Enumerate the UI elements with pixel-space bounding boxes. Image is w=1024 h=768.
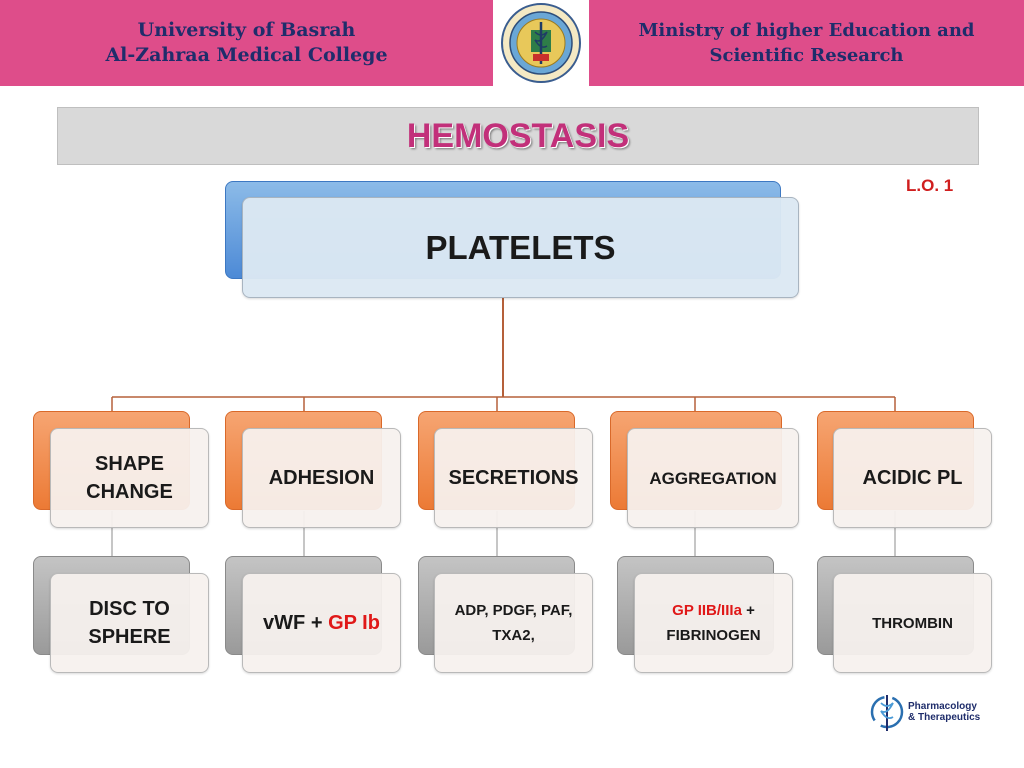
- seal-icon: [501, 3, 581, 83]
- gp-iib-iiia-text: GP IIB/IIIa: [672, 602, 742, 619]
- secretion-products-node: ADP, PDGF, PAF, TXA2,: [434, 573, 593, 673]
- university-header: University of Basrah Al-Zahraa Medical C…: [0, 0, 493, 86]
- gp-fibrinogen-text: GP IIB/IIIa + FIBRINOGEN: [649, 598, 779, 648]
- disc-to-sphere-node: DISC TO SPHERE: [50, 573, 209, 673]
- university-seal-logo: [495, 0, 587, 86]
- ministry-subtitle: Scientific Research: [709, 45, 904, 66]
- thrombin-text: THROMBIN: [872, 614, 953, 632]
- acidic-pl-label: ACIDIC PL: [862, 467, 963, 489]
- college-name: Al-Zahraa Medical College: [105, 44, 388, 66]
- platelets-label: PLATELETS: [425, 228, 616, 266]
- therapeutics-text: & Therapeutics: [908, 712, 981, 723]
- thrombin-node: THROMBIN: [833, 573, 992, 673]
- vwf-gpib-text: vWF + GP Ib: [263, 609, 380, 637]
- platelets-node: PLATELETS: [242, 197, 799, 298]
- disc-to-sphere-text: DISC TO SPHERE: [88, 598, 171, 648]
- gp-fibrinogen-node: GP IIB/IIIa + FIBRINOGEN: [634, 573, 793, 673]
- acidic-pl-node: ACIDIC PL: [833, 428, 992, 528]
- slide-title: HEMOSTASIS: [406, 116, 630, 155]
- vwf-text: vWF +: [263, 612, 329, 634]
- adhesion-label: ADHESION: [268, 467, 375, 489]
- learning-objective-label: L.O. 1: [906, 176, 954, 195]
- pharmacology-logo: Pharmacology & Therapeutics: [870, 684, 994, 740]
- pharmacology-emblem-icon: [870, 695, 904, 731]
- ministry-header: Ministry of higher Education and Scienti…: [589, 0, 1024, 86]
- pharmacology-text: Pharmacology: [908, 701, 977, 712]
- aggregation-node: AGGREGATION: [627, 428, 799, 528]
- shape-change-node: SHAPE CHANGE: [50, 428, 209, 528]
- title-band: HEMOSTASIS: [57, 107, 979, 165]
- secretions-node: SECRETIONS: [434, 428, 593, 528]
- adhesion-node: ADHESION: [242, 428, 401, 528]
- ministry-name: Ministry of higher Education and: [638, 20, 975, 41]
- university-name: University of Basrah: [137, 19, 356, 41]
- fibrinogen-text: + FIBRINOGEN: [666, 602, 761, 644]
- shape-change-label: SHAPE CHANGE: [86, 453, 173, 503]
- vwf-gpib-node: vWF + GP Ib: [242, 573, 401, 673]
- secretions-label: SECRETIONS: [448, 467, 579, 489]
- gp-ib-text: GP Ib: [328, 612, 380, 634]
- secretion-products-text: ADP, PDGF, PAF, TXA2,: [454, 602, 573, 644]
- aggregation-label: AGGREGATION: [649, 468, 777, 488]
